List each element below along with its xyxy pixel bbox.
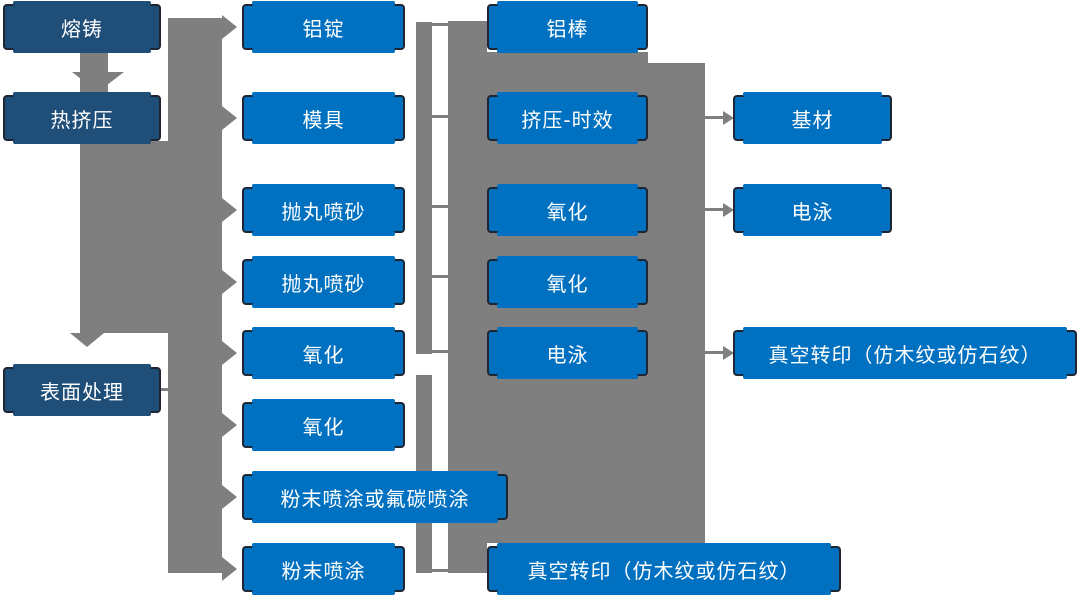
node-oxidation-4: 氧化 <box>487 256 648 308</box>
node-aluminum-ingot: 铝锭 <box>242 1 405 53</box>
node-vacuum-transfer-print-1: 真空转印（仿木纹或仿石纹） <box>487 543 841 595</box>
arrowhead-to-oxidation-2 <box>222 413 237 437</box>
connector-left-trunk <box>168 18 222 573</box>
node-oxidation-1: 氧化 <box>242 327 405 379</box>
arrow-line-to-electrophoresis <box>705 208 723 211</box>
node-vacuum-transfer-print-2: 真空转印（仿木纹或仿石纹） <box>733 327 1077 379</box>
node-electrophoresis-2: 电泳 <box>733 184 892 236</box>
node-shot-blast-sandblast-1: 抛丸喷砂 <box>242 184 405 236</box>
arrowhead-to-electrophoresis <box>723 203 734 217</box>
node-melt-casting: 熔铸 <box>3 1 161 53</box>
tie-line-row5 <box>429 350 448 353</box>
node-aluminum-rod: 铝棒 <box>487 1 648 53</box>
node-surface-treatment: 表面处理 <box>3 364 161 416</box>
arrowhead-to-mold <box>222 106 237 130</box>
arrowhead-to-vacuum-transfer <box>723 346 734 360</box>
node-extrusion-aging: 挤压-时效 <box>487 92 648 144</box>
node-oxidation-3: 氧化 <box>487 184 648 236</box>
node-shot-blast-sandblast-2: 抛丸喷砂 <box>242 256 405 308</box>
node-powder-coating: 粉末喷涂 <box>242 543 405 595</box>
connector-surface-treatment-line <box>161 388 177 391</box>
tie-line-row4 <box>429 275 448 278</box>
tie-line-row8 <box>429 569 448 572</box>
arrowhead-down-surface-treatment <box>70 333 104 347</box>
node-hot-extrusion: 热挤压 <box>3 92 161 144</box>
node-oxidation-2: 氧化 <box>242 399 405 451</box>
node-powder-or-fluorocarbon-coating: 粉末喷涂或氟碳喷涂 <box>242 471 508 523</box>
arrowhead-to-base-material <box>723 111 734 125</box>
tie-line-row1 <box>429 23 448 26</box>
arrowhead-to-shot-blast-2 <box>222 270 237 294</box>
arrowhead-to-powder-fluorocarbon <box>222 485 237 509</box>
connector-middle-bar-upper <box>416 22 432 354</box>
node-base-material: 基材 <box>733 92 892 144</box>
arrowhead-to-shot-blast-1 <box>222 198 237 222</box>
arrow-line-to-vacuum-transfer <box>705 351 723 354</box>
tie-line-row2 <box>429 115 448 118</box>
arrowhead-to-oxidation-1 <box>222 341 237 365</box>
tie-line-row3 <box>429 205 448 208</box>
arrowhead-to-powder-coating <box>222 557 237 581</box>
arrowhead-to-aluminum-ingot <box>222 15 237 39</box>
arrow-line-to-base-material <box>705 116 723 119</box>
arrowhead-down-hot-extrusion <box>72 72 124 92</box>
node-mold: 模具 <box>242 92 405 144</box>
node-electrophoresis-1: 电泳 <box>487 327 648 379</box>
